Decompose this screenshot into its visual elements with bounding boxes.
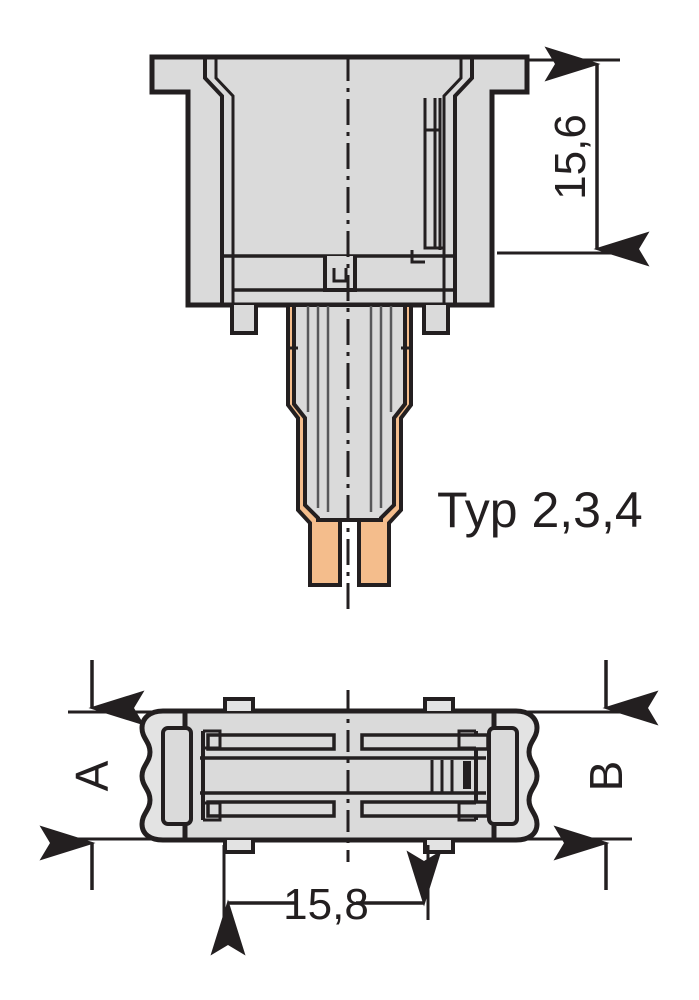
housing-rib-inner-a (423, 98, 437, 250)
bottom-view-group: A B 15,8 (39, 660, 659, 956)
plan-notch-bl (203, 801, 222, 822)
plan-slot-lower-right (360, 800, 490, 818)
housing-center-boss (323, 256, 357, 292)
section-view-group: 15,6 Typ 2,3,4 (149, 46, 650, 610)
right-cap-slot (487, 726, 519, 826)
plan-notch-tr (457, 729, 476, 750)
plan-small-slot (463, 761, 471, 789)
plan-body-block (182, 708, 497, 843)
plan-notch-tl (203, 729, 222, 750)
dimension-15-6: 15,6 (497, 46, 650, 267)
housing-inner-right-rib (442, 59, 463, 303)
dim-label-15-6: 15,6 (546, 114, 595, 200)
dimension-15-8: 15,8 (210, 845, 442, 956)
dim-label-a: A (66, 760, 118, 791)
plan-notch-br (457, 801, 476, 822)
left-cap-slot (161, 726, 193, 826)
plan-tab-bottom-left (223, 840, 255, 854)
plan-tab-top-right (423, 697, 455, 711)
housing-tab-right (422, 305, 450, 335)
dimension-a: A (39, 660, 160, 890)
type-label: Typ 2,3,4 (437, 482, 643, 538)
housing-center-boss-slot (332, 268, 348, 283)
housing-inner-left-wall (203, 59, 224, 303)
housing-inner-left-rib (214, 59, 235, 303)
plan-slot-lower-left (206, 800, 336, 818)
housing-inner-right-wall (453, 59, 474, 303)
plan-tab-top-left (223, 697, 255, 711)
dim-label-15-8: 15,8 (283, 880, 369, 929)
dimension-b: B (519, 660, 659, 890)
plan-slot-upper-right (360, 733, 490, 751)
housing-tab-left (230, 305, 258, 335)
plan-slot-upper-left (206, 733, 336, 751)
housing-rib-foot (410, 250, 425, 264)
dim-label-b: B (580, 761, 632, 792)
